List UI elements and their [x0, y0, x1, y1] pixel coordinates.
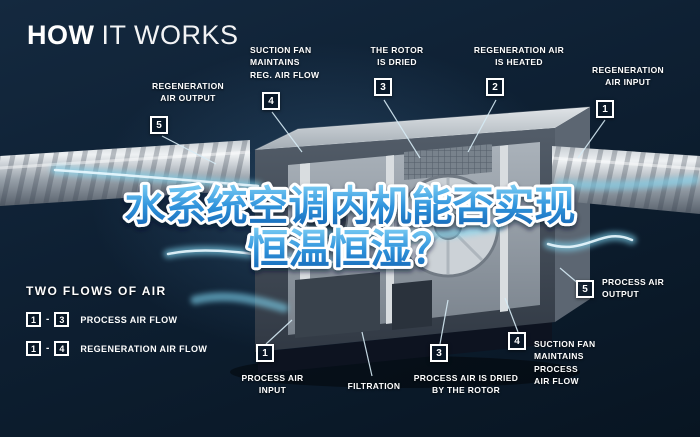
callout-process-air-input-number: 1 — [256, 344, 274, 362]
callout-process-air-input: 1 PROCESS AIR INPUT — [230, 344, 315, 397]
airflow-glow — [50, 165, 700, 313]
callout-process-air-dried: 3 PROCESS AIR IS DRIED BY THE ROTOR — [405, 344, 527, 397]
callout-process-air-input-label: PROCESS AIR INPUT — [241, 373, 304, 396]
callout-regeneration-air-input-number: 1 — [596, 100, 614, 118]
legend-number-from: 1 — [26, 341, 41, 356]
callout-process-air-dried-label: PROCESS AIR IS DRIED BY THE ROTOR — [413, 373, 519, 396]
callout-rotor-dried-number: 3 — [374, 78, 392, 96]
callout-suction-fan-reg-number: 4 — [262, 92, 280, 110]
callout-suction-fan-process-label: SUCTION FAN MAINTAINS PROCESS AIR FLOW — [534, 339, 596, 386]
legend-number-to: 3 — [54, 312, 70, 327]
callout-process-air-dried-number: 3 — [430, 344, 448, 362]
right-duct-illustration — [551, 146, 700, 214]
connector-lines — [161, 99, 606, 377]
callout-regeneration-air-heated: REGENERATION AIR IS HEATED 2 — [470, 44, 568, 96]
callout-process-air-output-label: PROCESS AIR OUTPUT — [602, 277, 665, 300]
callout-filtration-label: FILTRATION — [347, 381, 401, 391]
callout-regeneration-air-output-number: 5 — [150, 116, 168, 134]
callout-rotor-dried: THE ROTOR IS DRIED 3 — [360, 44, 434, 96]
legend-number-from: 1 — [26, 312, 41, 327]
heater-grid — [404, 144, 492, 180]
callout-regeneration-air-output: REGENERATION AIR OUTPUT 5 — [138, 80, 238, 134]
callout-suction-fan-process-number: 4 — [508, 332, 526, 350]
callout-regeneration-air-heated-label: REGENERATION AIR IS HEATED — [473, 45, 565, 68]
legend-label-regeneration-air: REGENERATION AIR FLOW — [80, 343, 208, 354]
page-title-bold: HOW — [27, 20, 95, 50]
callout-filtration: FILTRATION — [336, 380, 412, 392]
callout-suction-fan-reg-label: SUCTION FAN MAINTAINS REG. AIR FLOW — [250, 45, 320, 80]
callout-rotor-dried-label: THE ROTOR IS DRIED — [370, 45, 424, 68]
two-flows-legend: TWO FLOWS OF AIR 1 - 3 PROCESS AIR FLOW … — [26, 284, 207, 370]
callout-regeneration-air-input-label: REGENERATION AIR INPUT — [591, 65, 665, 88]
legend-heading: TWO FLOWS OF AIR — [26, 284, 167, 298]
callout-process-air-output-number: 5 — [576, 280, 594, 298]
legend-label-process-air: PROCESS AIR FLOW — [80, 314, 178, 325]
callout-regeneration-air-output-label: REGENERATION AIR OUTPUT — [151, 81, 225, 104]
legend-row-process-air: 1 - 3 PROCESS AIR FLOW — [26, 312, 207, 327]
page-title-light: IT WORKS — [101, 20, 239, 50]
callout-regeneration-air-heated-number: 2 — [486, 78, 504, 96]
legend-number-to: 4 — [54, 341, 70, 356]
legend-row-regeneration-air: 1 - 4 REGENERATION AIR FLOW — [26, 341, 207, 356]
legend-separator: - — [46, 314, 50, 325]
legend-separator: - — [46, 343, 50, 354]
callout-suction-fan-reg: SUCTION FAN MAINTAINS REG. AIR FLOW 4 — [250, 44, 342, 110]
callout-regeneration-air-input: REGENERATION AIR INPUT 1 — [584, 64, 672, 118]
